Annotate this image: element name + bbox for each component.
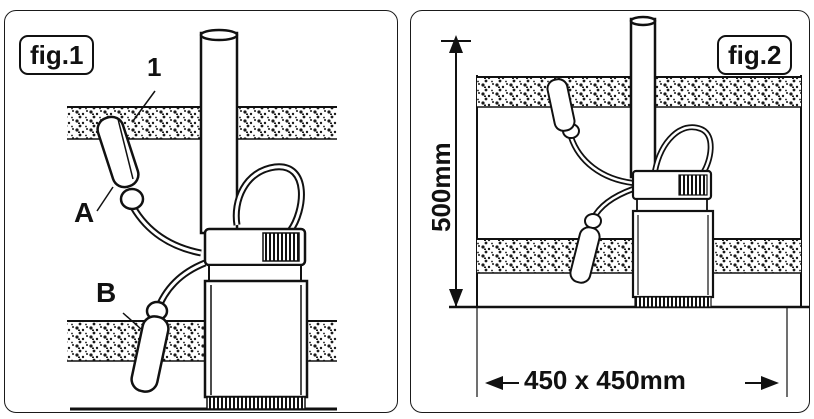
discharge-pipe: [629, 15, 657, 179]
float-switch-a: [96, 115, 145, 211]
width-dimension-label: 450 x 450mm: [524, 365, 686, 395]
figure-2-label: fig.2: [717, 35, 793, 75]
float-switch-lower: [569, 213, 602, 284]
leader-line-b: [122, 312, 142, 330]
callout-position-a: A: [74, 197, 95, 228]
float-switch-b: [130, 300, 170, 393]
float-cable-a: [568, 135, 634, 186]
float-cable-b: [590, 186, 635, 221]
leader-line-1: [132, 90, 156, 122]
discharge-pipe: [199, 28, 239, 235]
float-switch-upper: [546, 78, 580, 139]
depth-dimension-arrow: [441, 35, 471, 307]
figure-2-panel: fig.2: [410, 10, 810, 413]
width-dimension-arrow: [485, 376, 779, 390]
figure-1-panel: fig.1: [4, 10, 398, 413]
callout-float-switch-1: 1: [147, 52, 162, 82]
pump-body: [203, 227, 309, 410]
figure-2-drawing: [441, 15, 809, 397]
leader-line-a: [96, 186, 114, 212]
callout-position-b: B: [96, 277, 117, 308]
depth-dimension-label: 500mm: [426, 142, 456, 232]
float-cable-a: [129, 205, 202, 257]
figure-1-label: fig.1: [19, 35, 95, 75]
pump-body: [631, 169, 715, 308]
float-cable-upper: [232, 163, 305, 234]
figure-1-drawing: [67, 28, 337, 411]
